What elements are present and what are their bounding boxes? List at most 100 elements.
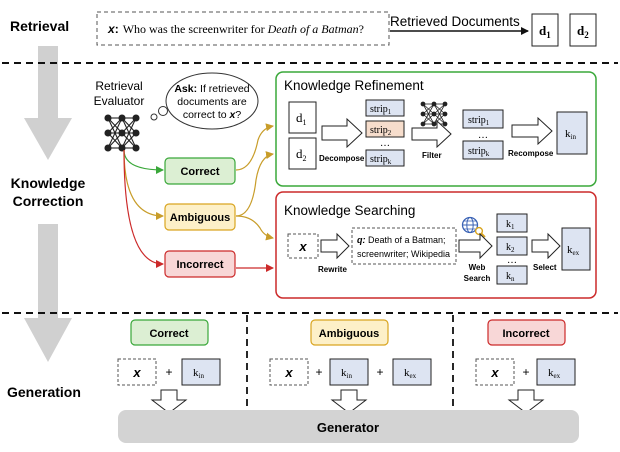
doc-d1-box (531, 13, 559, 47)
gen-incorrect-kex: kex (548, 367, 561, 380)
branch-correct-line (123, 149, 164, 174)
filter-arrow (411, 119, 452, 149)
recompose-label: Recompose (508, 149, 554, 158)
strip-2-box (365, 120, 405, 138)
strip-k-label: stripk (370, 154, 392, 166)
refine-doc-d1 (288, 101, 317, 134)
search-x-label: x (298, 239, 307, 254)
k-ellipsis: … (507, 255, 517, 266)
bubble-line-3: correct to x? (183, 109, 242, 121)
gen-correct-plus: + (165, 365, 172, 379)
strip-1-label: strip1 (370, 104, 392, 116)
gen-ambiguous-label: Ambiguous (319, 328, 380, 340)
evaluator-network-icon (104, 114, 140, 152)
gen-incorrect-x-box (475, 358, 515, 386)
gen-incorrect-label: Incorrect (502, 328, 549, 340)
query-colon: : (115, 22, 119, 36)
label-incorrect-box (164, 250, 236, 278)
k2-label: k2 (506, 242, 515, 254)
evaluator-label-2: Evaluator (94, 94, 145, 108)
strip-2-label: strip2 (370, 125, 392, 137)
gen-incorrect-kex-box (536, 358, 576, 386)
gen-ambig-plus-2: + (376, 365, 383, 379)
evaluator-label-1: Retrieval (95, 79, 142, 93)
refinement-title: Knowledge Refinement (284, 78, 424, 93)
strip-1-box (365, 99, 405, 117)
route-ambiguous-down (235, 215, 274, 241)
thought-bubble (150, 72, 259, 130)
query-suffix: ? (359, 22, 364, 36)
k-in-box (556, 111, 588, 155)
route-correct (235, 123, 274, 171)
gen-correct-kin-box (181, 358, 221, 386)
gen-incorrect-x: x (490, 365, 499, 380)
label-correct: Correct (180, 166, 219, 178)
gen-correct-kin: kin (193, 367, 204, 380)
generator-bar (118, 410, 579, 443)
query-box (96, 11, 390, 46)
filter-label: Filter (422, 151, 442, 160)
refine-doc-d2 (288, 137, 317, 170)
generator-label: Generator (317, 420, 379, 435)
query-title: Death of a Batman (267, 22, 359, 36)
filtered-strip-k-label: stripk (468, 146, 490, 158)
stage-flow-arrows (24, 46, 72, 362)
gen-ambiguous-box (310, 319, 389, 346)
decompose-label: Decompose (319, 154, 365, 163)
web-search-arrow (458, 232, 493, 260)
label-ambiguous: Ambiguous (170, 212, 231, 224)
query-text: x: Who was the screenwriter for Death of … (107, 22, 364, 36)
doc-d2-box (569, 13, 597, 47)
gen-ambig-kin: kin (341, 367, 352, 380)
gen-ambig-plus-1: + (315, 365, 322, 379)
gen-ambig-kex-box (392, 358, 432, 386)
label-ambiguous-box (164, 203, 236, 231)
gen-correct-x-box (117, 358, 157, 386)
filtered-strip-k-box (462, 140, 504, 160)
k1-label: k1 (506, 219, 515, 231)
web-label: Web (469, 263, 486, 272)
gen-ambig-x-box (269, 358, 309, 386)
globe-search-icon (461, 216, 486, 238)
gen-ambig-x: x (284, 365, 293, 380)
query-rewrite-line-2: screenwriter; Wikipedia (357, 249, 450, 259)
query-rewrite-line-1: q: Death of a Batman; (357, 235, 446, 245)
refine-doc-d2-label: d2 (296, 146, 307, 163)
doc-d1-label: d1 (539, 23, 551, 40)
kn-box (496, 265, 528, 285)
gen-correct-box (130, 319, 209, 346)
search-label: Search (464, 274, 491, 283)
flow-arrow-1 (24, 46, 72, 160)
query-prefix: Who was the screenwriter for (123, 22, 268, 36)
query-x: x (107, 22, 116, 36)
flow-arrow-2 (24, 224, 72, 362)
gen-ambig-kex: kex (404, 367, 417, 380)
branch-incorrect-line (123, 149, 164, 268)
decompose-arrow (321, 117, 363, 149)
filtered-strip-1-box (462, 109, 504, 129)
gen-down-arrow-incorrect (507, 389, 545, 414)
search-x-box (287, 233, 319, 259)
rewrite-arrow (320, 232, 350, 260)
gen-incorrect-plus: + (522, 365, 529, 379)
select-label: Select (533, 263, 557, 272)
gen-down-arrow-ambiguous (330, 389, 368, 414)
refine-doc-d1-label: d1 (296, 110, 307, 127)
k2-box (496, 236, 528, 256)
branch-ambiguous-line (123, 149, 164, 220)
label-correct-box (164, 157, 236, 185)
query-rewrite-box (351, 227, 457, 265)
bubble-line-1: Ask: If retrieved (174, 83, 249, 95)
gen-ambig-kin-box (329, 358, 369, 386)
gen-incorrect-box (487, 319, 566, 346)
k-ex-label: kex (567, 244, 580, 257)
filtered-strip-1-label: strip1 (468, 115, 490, 127)
gen-correct-label: Correct (149, 328, 188, 340)
strip-k-box (365, 149, 405, 167)
stage-label-knowledge: Knowledge (11, 175, 86, 191)
k1-box (496, 213, 528, 233)
k-ex-box (561, 227, 591, 271)
filter-network-icon (420, 101, 448, 127)
label-incorrect: Incorrect (176, 259, 223, 271)
